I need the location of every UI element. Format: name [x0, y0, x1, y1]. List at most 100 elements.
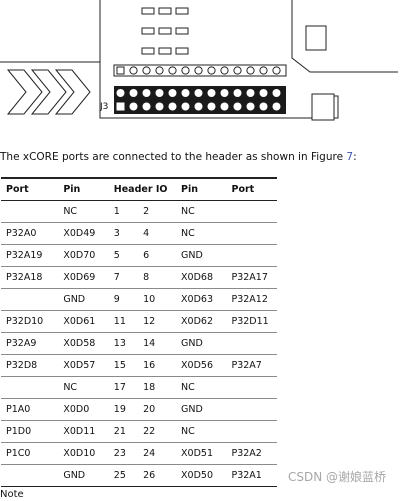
direction-chevrons [6, 69, 91, 115]
header-pin [168, 89, 177, 97]
header-pin [142, 102, 151, 111]
board-diagram [0, 0, 398, 121]
header-pin [181, 102, 190, 111]
header-pin [155, 102, 164, 111]
pin-right-cell: NC [176, 222, 227, 245]
component-pad [175, 27, 189, 35]
port-right-cell: P32A1 [226, 464, 277, 487]
component-pads [141, 7, 189, 55]
header-io-a-cell: 5 [108, 244, 139, 267]
header-io-b-cell: 12 [138, 310, 177, 333]
socket-pin [259, 66, 268, 75]
socket-pin [233, 66, 242, 75]
header-pin [155, 89, 164, 97]
figure-reference-link[interactable]: 7 [346, 151, 354, 163]
header-pin [259, 89, 268, 97]
header-io-a-cell: 19 [108, 398, 139, 421]
figure-caption: The xCORE ports are connected to the hea… [0, 150, 400, 164]
header-io-b-cell: 20 [138, 398, 177, 421]
port-left-cell: P32A9 [1, 332, 59, 355]
header-pin [272, 102, 281, 111]
port-left-cell: P1C0 [1, 442, 59, 465]
socket-pin [142, 66, 151, 75]
header-pin [194, 102, 203, 111]
port-left-cell [1, 464, 59, 487]
port-left-cell: P1A0 [1, 398, 59, 421]
header-io-a-cell: 7 [108, 266, 139, 289]
header-io-b-cell: 10 [138, 288, 177, 311]
header-pin [116, 89, 125, 97]
port-left-cell [1, 288, 59, 311]
header-pin [272, 89, 281, 97]
pin-left-cell: X0D0 [58, 398, 109, 421]
header-pin [129, 89, 138, 97]
socket-pin-1 [116, 66, 125, 75]
port-left-cell: P32A18 [1, 266, 59, 289]
header-header-io: Header IO [108, 177, 177, 201]
header-pin [259, 102, 268, 111]
header-port-left: Port [1, 177, 59, 201]
component-pad [141, 27, 155, 35]
notes-heading: Note [0, 489, 24, 500]
port-right-cell [226, 200, 277, 223]
connector-label: J3 [100, 102, 109, 112]
header-io-b-cell: 6 [138, 244, 177, 267]
header-pin [129, 102, 138, 111]
header-pin [233, 102, 242, 111]
header-pin [246, 102, 255, 111]
header-pin [207, 89, 216, 97]
pin-left-cell: GND [58, 288, 109, 311]
port-left-cell: P32A19 [1, 244, 59, 267]
pin-left-cell: X0D49 [58, 222, 109, 245]
header-io-a-cell: 9 [108, 288, 139, 311]
pin-left-cell: NC [58, 200, 109, 223]
caption-text: The xCORE ports are connected to the hea… [0, 151, 347, 163]
pin-left-cell: X0D69 [58, 266, 109, 289]
component-pad [175, 47, 189, 55]
pin-right-cell: GND [176, 244, 227, 267]
pin-right-cell: X0D50 [176, 464, 227, 487]
header-pin [220, 102, 229, 111]
header-pin [181, 89, 190, 97]
table-header-row: Port Pin Header IO Pin Port [1, 177, 277, 201]
header-io-b-cell: 18 [138, 376, 177, 399]
pin-left-cell: GND [58, 464, 109, 487]
component-square [305, 25, 327, 51]
header-io-b-cell: 22 [138, 420, 177, 443]
port-right-cell [226, 222, 277, 245]
socket-pin [272, 66, 281, 75]
header-pin [233, 89, 242, 97]
pin-left-cell: X0D57 [58, 354, 109, 377]
port-right-cell [226, 420, 277, 443]
header-io-a-cell: 21 [108, 420, 139, 443]
port-right-cell: P32A17 [226, 266, 277, 289]
header-pin [168, 102, 177, 111]
component-pad [141, 7, 155, 15]
port-right-cell: P32A12 [226, 288, 277, 311]
port-right-cell: P32D11 [226, 310, 277, 333]
header-pin-1 [116, 102, 125, 111]
header-io-a-cell: 3 [108, 222, 139, 245]
board-outline [0, 0, 398, 73]
socket-pin [207, 66, 216, 75]
component-pad [175, 7, 189, 15]
port-right-cell [226, 244, 277, 267]
port-left-cell: P32D8 [1, 354, 59, 377]
socket-pin [220, 66, 229, 75]
header-io-b-cell: 14 [138, 332, 177, 355]
header-pin [142, 89, 151, 97]
socket-pin [181, 66, 190, 75]
port-right-cell: P32A7 [226, 354, 277, 377]
pin-left-cell: X0D10 [58, 442, 109, 465]
